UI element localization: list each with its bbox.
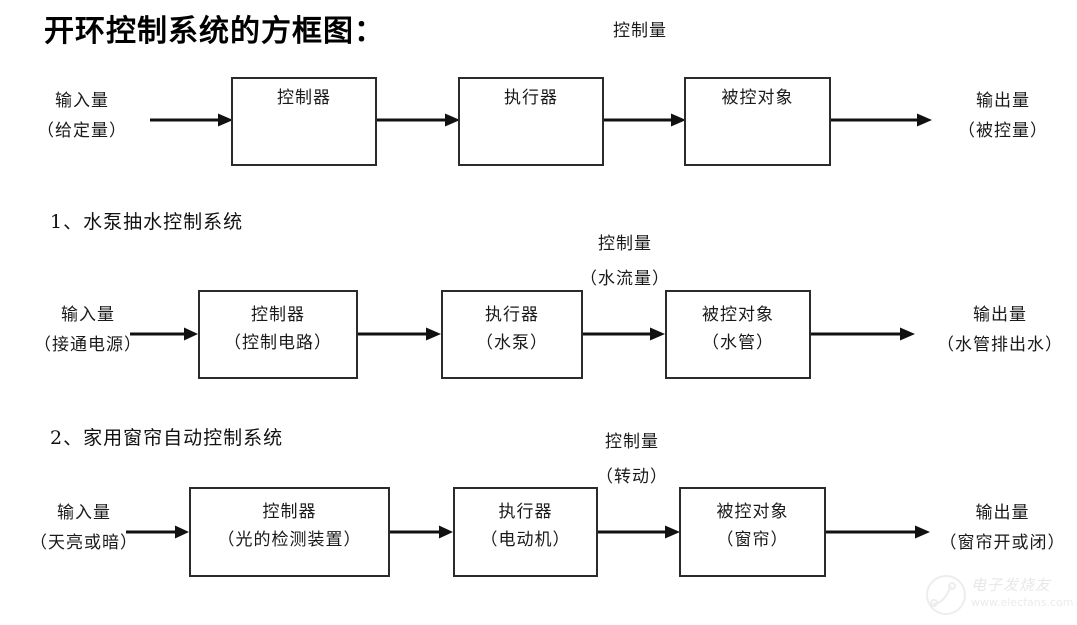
input-label-row3-line1: 输入量 [57,503,111,523]
arrow-actuator-to-plant-row3 [598,525,680,539]
output-label-row3: 输出量 （窗帘开或闭） [930,498,1075,558]
output-label-row2-line1: 输出量 [973,305,1027,325]
input-label-row1-line2: （给定量） [37,121,127,141]
section-heading-row2: 1、水泵抽水控制系统 [50,211,244,233]
arrow-controller-to-actuator-row2 [358,327,441,341]
output-label-row1: 输出量 （被控量） [938,86,1068,146]
block-plant-row2[interactable]: 被控对象 （水管） [665,290,811,379]
block-controller-row2-line2: （控制电路） [224,333,332,353]
block-actuator-row1[interactable]: 执行器 [458,77,604,166]
block-controller-row1-line1: 控制器 [277,88,331,108]
block-controller-row2-line1: 控制器 [251,305,305,325]
output-label-row3-line2: （窗帘开或闭） [939,533,1066,553]
signal-label-row2-line2: （水流量） [580,269,670,289]
arrow-plant-to-output-row3 [826,525,930,539]
input-label-row3-line2: （天亮或暗） [30,533,138,553]
section-heading-row3: 2、家用窗帘自动控制系统 [50,427,284,449]
arrow-actuator-to-plant-row1 [604,113,686,127]
signal-label-row2-line1: 控制量 [598,234,652,254]
arrow-plant-to-output-row1 [831,113,932,127]
signal-label-row1-line1: 控制量 [613,21,667,41]
input-label-row2-line1: 输入量 [61,305,115,325]
arrow-controller-to-actuator-row3 [390,525,453,539]
arrow-input-to-controller-row3 [126,525,189,539]
arrow-plant-to-output-row2 [811,327,915,341]
block-plant-row3[interactable]: 被控对象 （窗帘） [679,487,826,577]
watermark-url: www.elecfans.com [971,596,1074,609]
output-label-row3-line1: 输出量 [975,503,1030,523]
block-controller-row2[interactable]: 控制器 （控制电路） [198,290,358,379]
block-actuator-row1-line1: 执行器 [504,88,558,108]
input-label-row1-line1: 输入量 [55,91,109,111]
block-actuator-row3[interactable]: 执行器 （电动机） [453,487,598,577]
block-plant-row1-line1: 被控对象 [721,88,794,108]
block-actuator-row2-line1: 执行器 [485,305,539,325]
output-label-row1-line2: （被控量） [958,121,1048,141]
signal-label-row3: 控制量 （转动） [557,425,707,495]
watermark-text: 电子发烧友 [971,576,1052,594]
signal-label-row3-line2: （转动） [596,467,668,487]
block-actuator-row3-line2: （电动机） [480,530,571,550]
block-controller-row3[interactable]: 控制器 （光的检测装置） [189,487,390,577]
page-title: 开环控制系统的方框图： [44,14,385,49]
arrow-controller-to-actuator-row1 [377,113,460,127]
signal-label-row1: 控制量 [565,14,715,49]
block-controller-row1[interactable]: 控制器 [231,77,377,166]
block-controller-row3-line2: （光的检测装置） [217,530,362,550]
arrow-actuator-to-plant-row2 [583,327,665,341]
block-plant-row2-line2: （水管） [702,333,774,353]
input-label-row1: 输入量 （给定量） [22,86,142,146]
arrow-input-to-controller-row2 [130,327,198,341]
input-label-row2: 输入量 （接通电源） [18,300,158,360]
signal-label-row3-line1: 控制量 [605,432,659,452]
block-plant-row3-line1: 被控对象 [716,502,789,522]
block-controller-row3-line1: 控制器 [262,502,317,522]
block-actuator-row2[interactable]: 执行器 （水泵） [441,290,583,379]
elecfans-logo-icon [925,574,967,620]
block-actuator-row2-line2: （水泵） [476,333,548,353]
signal-label-row2: 控制量 （水流量） [550,227,700,297]
arrow-input-to-controller-row1 [150,113,233,127]
input-label-row3: 输入量 （天亮或暗） [14,498,154,558]
block-plant-row3-line2: （窗帘） [716,530,789,550]
output-label-row2-line2: （水管排出水） [937,335,1063,355]
input-label-row2-line2: （接通电源） [34,335,142,355]
block-actuator-row3-line1: 执行器 [498,502,553,522]
watermark: 电子发烧友 www.elecfans.com [925,572,1074,620]
block-plant-row2-line1: 被控对象 [702,305,774,325]
output-label-row2: 输出量 （水管排出水） [925,300,1075,360]
output-label-row1-line1: 输出量 [976,91,1030,111]
block-plant-row1[interactable]: 被控对象 [684,77,831,166]
